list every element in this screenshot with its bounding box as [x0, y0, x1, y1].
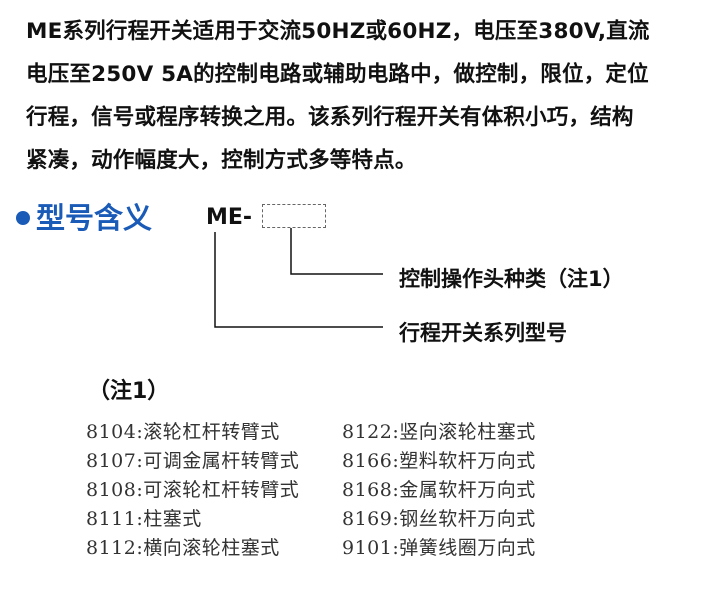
- code-item: 8168:金属软杆万向式: [342, 479, 536, 501]
- code-item: 8104:滚轮杠杆转臂式: [86, 421, 280, 443]
- series-label: 行程开关系列型号: [399, 321, 567, 345]
- code-item: 8111:柱塞式: [86, 508, 202, 530]
- section-heading: 型号含义: [16, 195, 152, 237]
- table-row: 8107:可调金属杆转臂式 8166:塑料软杆万向式: [86, 445, 598, 474]
- table-row: 8112:横向滚轮柱塞式 9101:弹簧线圈万向式: [86, 532, 598, 561]
- bullet-dot-icon: [16, 211, 30, 225]
- table-row: 8108:可滚轮杠杆转臂式 8168:金属软杆万向式: [86, 474, 598, 503]
- intro-line: 行程，信号或程序转换之用。该系列行程开关有体积小巧，结构: [26, 105, 634, 130]
- intro-line: 电压至250V 5A的控制电路或辅助电路中，做控制，限位，定位: [26, 62, 649, 87]
- code-item: 8166:塑料软杆万向式: [342, 450, 536, 472]
- intro-line: ME系列行程开关适用于交流50HZ或60HZ，电压至380V,直流: [26, 19, 650, 44]
- code-item: 9101:弹簧线圈万向式: [342, 537, 536, 559]
- note-title: （注1）: [88, 379, 170, 404]
- section-title: 型号含义: [36, 201, 153, 235]
- code-table: 8104:滚轮杠杆转臂式 8122:竖向滚轮柱塞式 8107:可调金属杆转臂式 …: [86, 416, 598, 561]
- table-row: 8111:柱塞式 8169:钢丝软杆万向式: [86, 503, 598, 532]
- code-item: 8108:可滚轮杠杆转臂式: [86, 479, 300, 501]
- model-code-placeholder: [262, 204, 326, 228]
- series-connector: [214, 232, 383, 328]
- intro-paragraph: ME系列行程开关适用于交流50HZ或60HZ，电压至380V,直流 电压至250…: [26, 10, 706, 182]
- code-item: 8112:横向滚轮柱塞式: [86, 537, 280, 559]
- table-row: 8104:滚轮杠杆转臂式 8122:竖向滚轮柱塞式: [86, 416, 598, 445]
- code-item: 8107:可调金属杆转臂式: [86, 450, 300, 472]
- intro-line: 紧凑，动作幅度大，控制方式多等特点。: [26, 148, 417, 173]
- model-prefix: ME-: [206, 205, 253, 230]
- head-type-label: 控制操作头种类（注1）: [399, 267, 624, 291]
- code-item: 8122:竖向滚轮柱塞式: [342, 421, 536, 443]
- code-item: 8169:钢丝软杆万向式: [342, 508, 536, 530]
- head-type-connector: [290, 228, 383, 275]
